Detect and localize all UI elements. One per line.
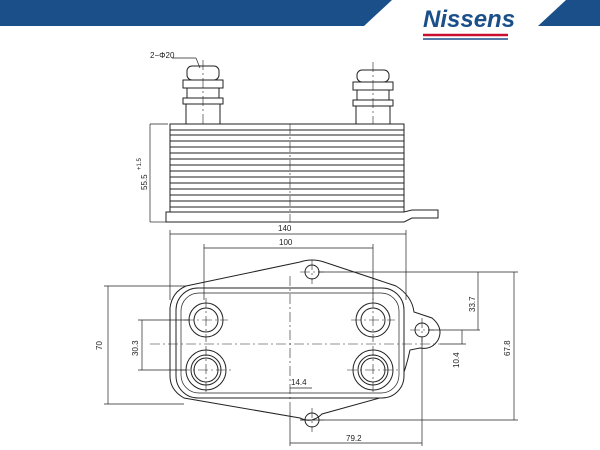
right-pipe: [352, 62, 394, 203]
brand-logo-text: Nissens: [423, 6, 515, 33]
side-dimensions: [149, 57, 201, 223]
dim-10-label: 10.4: [452, 352, 461, 368]
dim-79-label: 79.2: [346, 434, 362, 443]
pipe-dim-leader-tip: [195, 57, 201, 69]
dim-14-label: 14.4: [291, 378, 307, 387]
dim-70-label: 70: [95, 341, 104, 350]
left-pipe: [182, 60, 224, 203]
plan-dimensions: [104, 230, 518, 446]
base-flange: [165, 209, 439, 223]
dim-30-label: 30.3: [131, 340, 140, 356]
header-banner-left: [0, 0, 392, 26]
dim-67-label: 67.8: [503, 340, 512, 356]
dim-140-label: 140: [278, 224, 292, 233]
side-view: [165, 60, 439, 223]
height-tolerance: +1.5: [137, 157, 143, 170]
dim-100-label: 100: [279, 238, 293, 247]
plan-view: [150, 259, 441, 432]
dim-33-label: 33.7: [468, 296, 477, 312]
plate-stack: [169, 123, 405, 213]
pipe-diameter-label: 2−Φ20: [150, 51, 175, 60]
header: Nissens: [0, 0, 600, 40]
plan-centerlines: [150, 260, 440, 432]
height-label: 55.5: [140, 174, 149, 190]
header-banner-right: [538, 0, 600, 26]
